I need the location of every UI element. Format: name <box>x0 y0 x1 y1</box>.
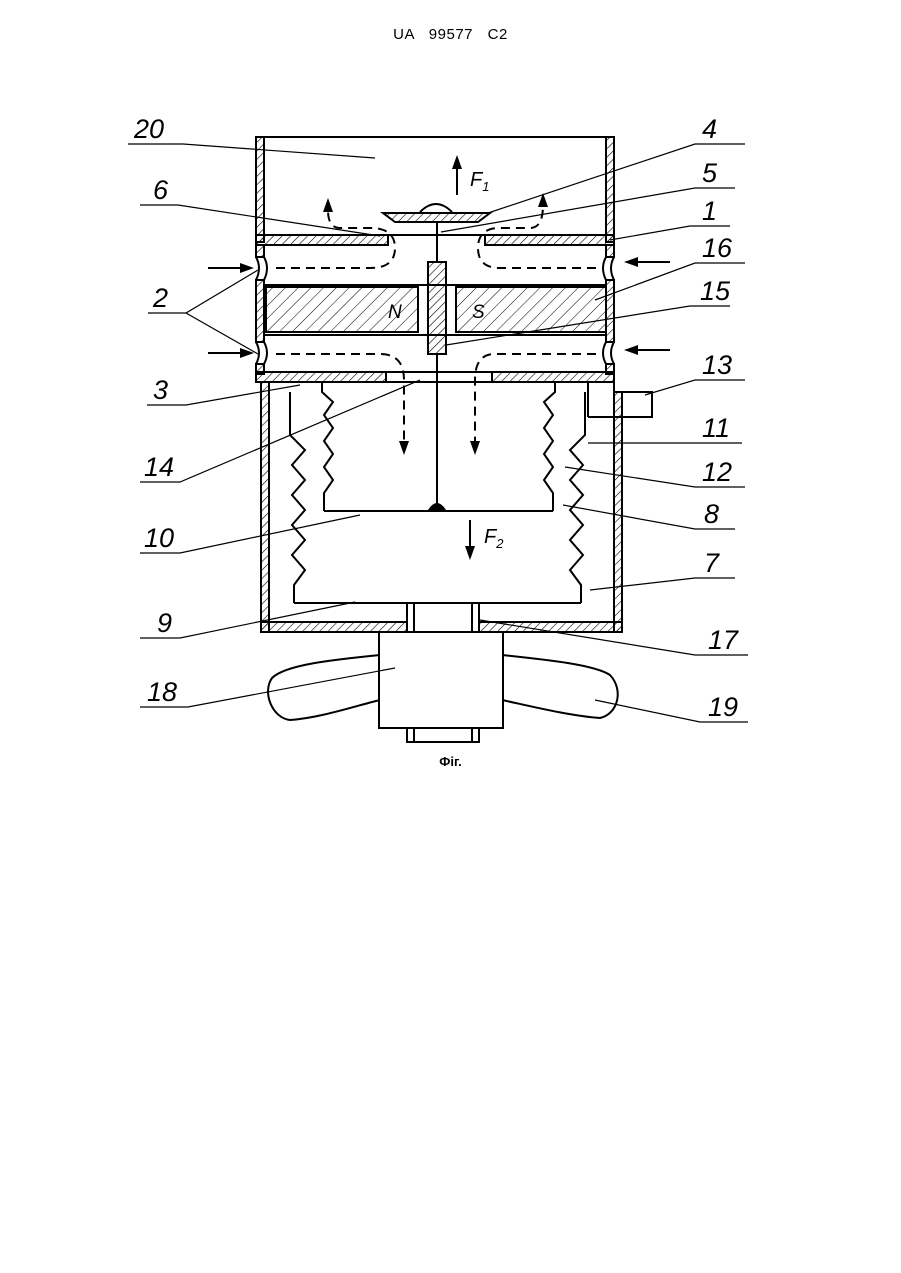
magnet-south-pole: S <box>472 302 485 323</box>
rod-end-knob <box>428 504 446 512</box>
knob-wing-right <box>502 655 618 718</box>
middle-left-wall-mid <box>256 280 264 342</box>
magnet-north-pole: N <box>388 302 402 323</box>
knob-wing-left <box>268 655 380 720</box>
label-17: 17 <box>708 625 739 655</box>
label-18: 18 <box>147 677 177 707</box>
label-11: 11 <box>702 413 730 443</box>
outer-bellows-left <box>290 392 305 603</box>
label-4: 4 <box>702 114 717 144</box>
screw-tip <box>407 728 479 742</box>
lower-chamber-right-wall <box>614 392 622 632</box>
label-5: 5 <box>702 158 718 188</box>
label-15: 15 <box>700 276 731 306</box>
valve <box>383 204 490 262</box>
label-10: 10 <box>144 523 174 553</box>
label-2: 2 <box>152 283 168 313</box>
label-8: 8 <box>704 499 719 529</box>
label-3: 3 <box>153 375 168 405</box>
force-f1-label: F1 <box>470 169 489 194</box>
flow-lower-left <box>276 354 404 442</box>
middle-right-wall-top <box>606 245 614 257</box>
outer-bellows-right <box>570 392 585 603</box>
label-9: 9 <box>157 608 172 638</box>
screw-shaft <box>407 603 479 632</box>
label-19: 19 <box>708 692 738 722</box>
inlet-notch-right-upper <box>611 257 614 280</box>
label-20: 20 <box>133 114 164 144</box>
upper-partition-left <box>256 235 388 245</box>
knob-hub <box>379 632 503 728</box>
label-12: 12 <box>702 457 732 487</box>
label-6: 6 <box>153 175 169 205</box>
middle-left-wall-top <box>256 245 264 257</box>
lower-chamber-left-wall <box>261 382 269 632</box>
armature-rod <box>428 262 446 354</box>
housing <box>256 137 622 632</box>
label-13: 13 <box>702 350 732 380</box>
label-1: 1 <box>702 196 717 226</box>
upper-partition-right <box>485 235 614 245</box>
force-f2-label: F2 <box>484 526 504 551</box>
flow-lower-right <box>475 354 596 442</box>
magnets <box>264 262 606 354</box>
upper-chamber-left-wall <box>256 137 264 242</box>
label-14: 14 <box>144 452 174 482</box>
valve-cap <box>420 204 452 212</box>
label-16: 16 <box>702 233 733 263</box>
valve-disc <box>383 213 490 222</box>
inlet-notch-left-upper <box>256 257 259 280</box>
figure-caption: Фіг. <box>0 754 901 769</box>
inner-bellows-left <box>322 382 333 511</box>
inner-bellows-right <box>544 382 555 511</box>
lower-partition-left <box>256 372 386 382</box>
bottom-plate-left <box>261 622 407 632</box>
lower-partition-right <box>492 372 614 382</box>
middle-right-wall-mid <box>606 280 614 342</box>
inlet-notch-right-lower <box>611 342 614 364</box>
upper-chamber-right-wall <box>606 137 614 242</box>
label-7: 7 <box>704 548 720 578</box>
